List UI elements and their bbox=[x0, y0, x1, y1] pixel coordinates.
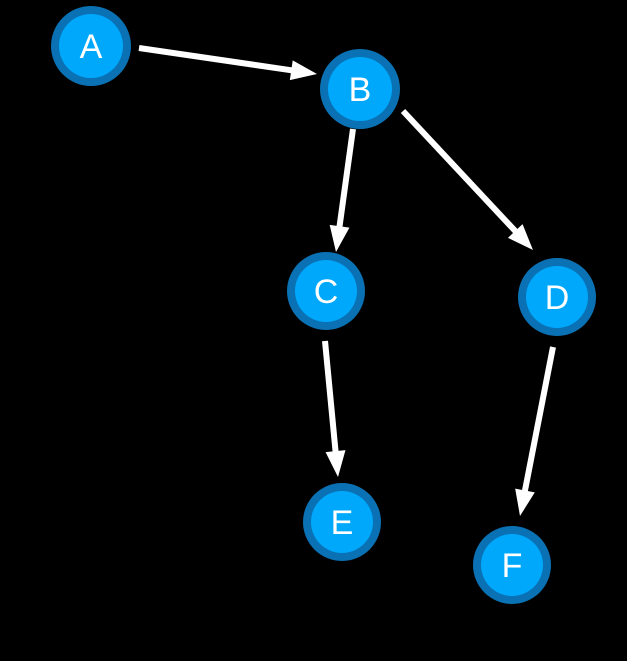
graph-node-a[interactable]: A bbox=[51, 6, 131, 86]
node-label: E bbox=[331, 504, 354, 542]
node-label: A bbox=[80, 28, 103, 66]
edge-line bbox=[138, 45, 295, 74]
edges-layer bbox=[138, 45, 556, 516]
node-fill bbox=[311, 491, 373, 553]
edge-line bbox=[400, 108, 520, 236]
graph-node-b[interactable]: B bbox=[320, 49, 400, 129]
graph-node-c[interactable]: C bbox=[287, 252, 365, 330]
edge-arrowhead-icon bbox=[289, 60, 317, 81]
graph-node-f[interactable]: F bbox=[473, 526, 551, 604]
node-label: C bbox=[314, 273, 339, 311]
graph-edge bbox=[322, 340, 346, 477]
edge-arrowhead-icon bbox=[329, 224, 350, 252]
edge-line bbox=[521, 346, 556, 495]
edge-line bbox=[322, 340, 339, 455]
graph-node-d[interactable]: D bbox=[518, 258, 596, 336]
graph-edge bbox=[515, 346, 556, 516]
node-fill bbox=[526, 266, 588, 328]
edge-line bbox=[336, 128, 356, 230]
node-label: D bbox=[545, 279, 570, 317]
graph-edge bbox=[400, 108, 533, 250]
graph-edge bbox=[329, 128, 356, 252]
node-fill bbox=[481, 534, 543, 596]
node-label: F bbox=[502, 547, 523, 585]
node-fill bbox=[328, 57, 392, 121]
edge-arrowhead-icon bbox=[515, 488, 535, 516]
graph-edge bbox=[138, 45, 317, 81]
node-label: B bbox=[349, 71, 372, 109]
node-fill bbox=[59, 14, 123, 78]
node-fill bbox=[295, 260, 357, 322]
edge-arrowhead-icon bbox=[325, 450, 346, 477]
edge-arrowhead-icon bbox=[507, 224, 533, 250]
nodes-layer: A B C D E F bbox=[51, 6, 596, 604]
graph-node-e[interactable]: E bbox=[303, 483, 381, 561]
